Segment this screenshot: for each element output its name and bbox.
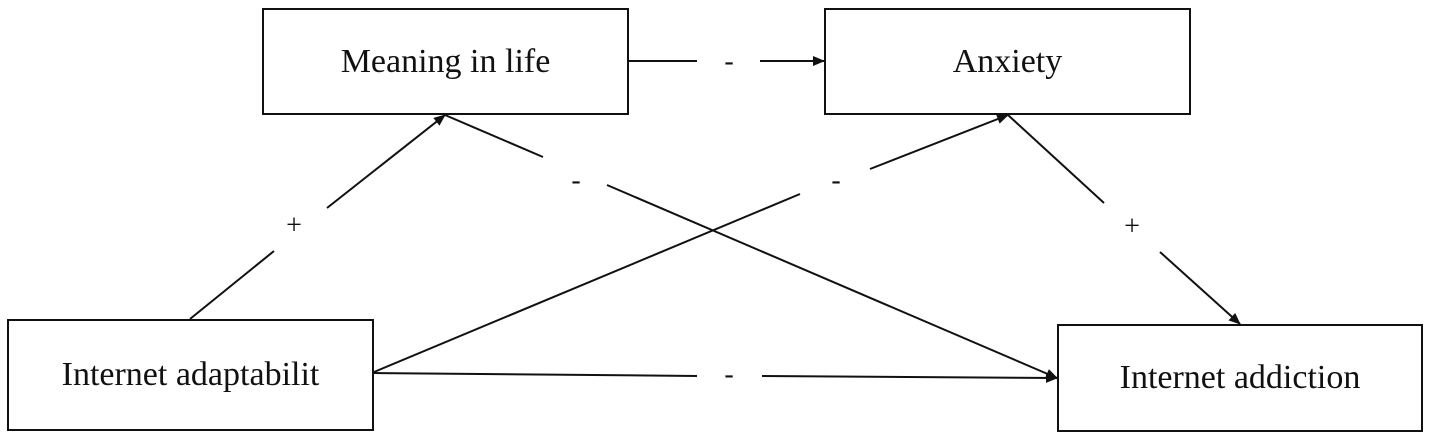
node-meaning-in-life: Meaning in life bbox=[262, 8, 629, 115]
node-label-anxiety: Anxiety bbox=[952, 42, 1063, 80]
node-internet-addiction: Internet addiction bbox=[1057, 324, 1423, 432]
edge-meaning-to-anxiety: - bbox=[629, 46, 825, 77]
edge-adaptability-to-addiction: - bbox=[373, 359, 1058, 390]
edge-sign-anxiety-addiction: + bbox=[1124, 211, 1140, 242]
edge-sign-adaptability-meaning: + bbox=[286, 210, 302, 241]
edge-sign-meaning-addiction: - bbox=[571, 165, 580, 196]
node-label-internet-addiction: Internet addiction bbox=[1119, 359, 1361, 396]
node-label-internet-adaptability: Internet adaptabilit bbox=[61, 356, 320, 393]
node-anxiety: Anxiety bbox=[824, 8, 1191, 115]
edge-sign-adaptability-anxiety: - bbox=[831, 165, 840, 196]
edge-anxiety-to-addiction: + bbox=[1007, 114, 1241, 325]
edge-sign-adaptability-addiction: - bbox=[724, 359, 733, 390]
edge-meaning-to-addiction: - bbox=[444, 114, 1058, 379]
edge-sign-meaning-anxiety: - bbox=[724, 46, 733, 77]
edge-adaptability-to-anxiety: - bbox=[373, 114, 1009, 373]
node-label-meaning-in-life: Meaning in life bbox=[340, 42, 551, 80]
edge-adaptability-to-meaning: + bbox=[189, 114, 446, 320]
node-internet-adaptability: Internet adaptabilit bbox=[7, 319, 374, 431]
